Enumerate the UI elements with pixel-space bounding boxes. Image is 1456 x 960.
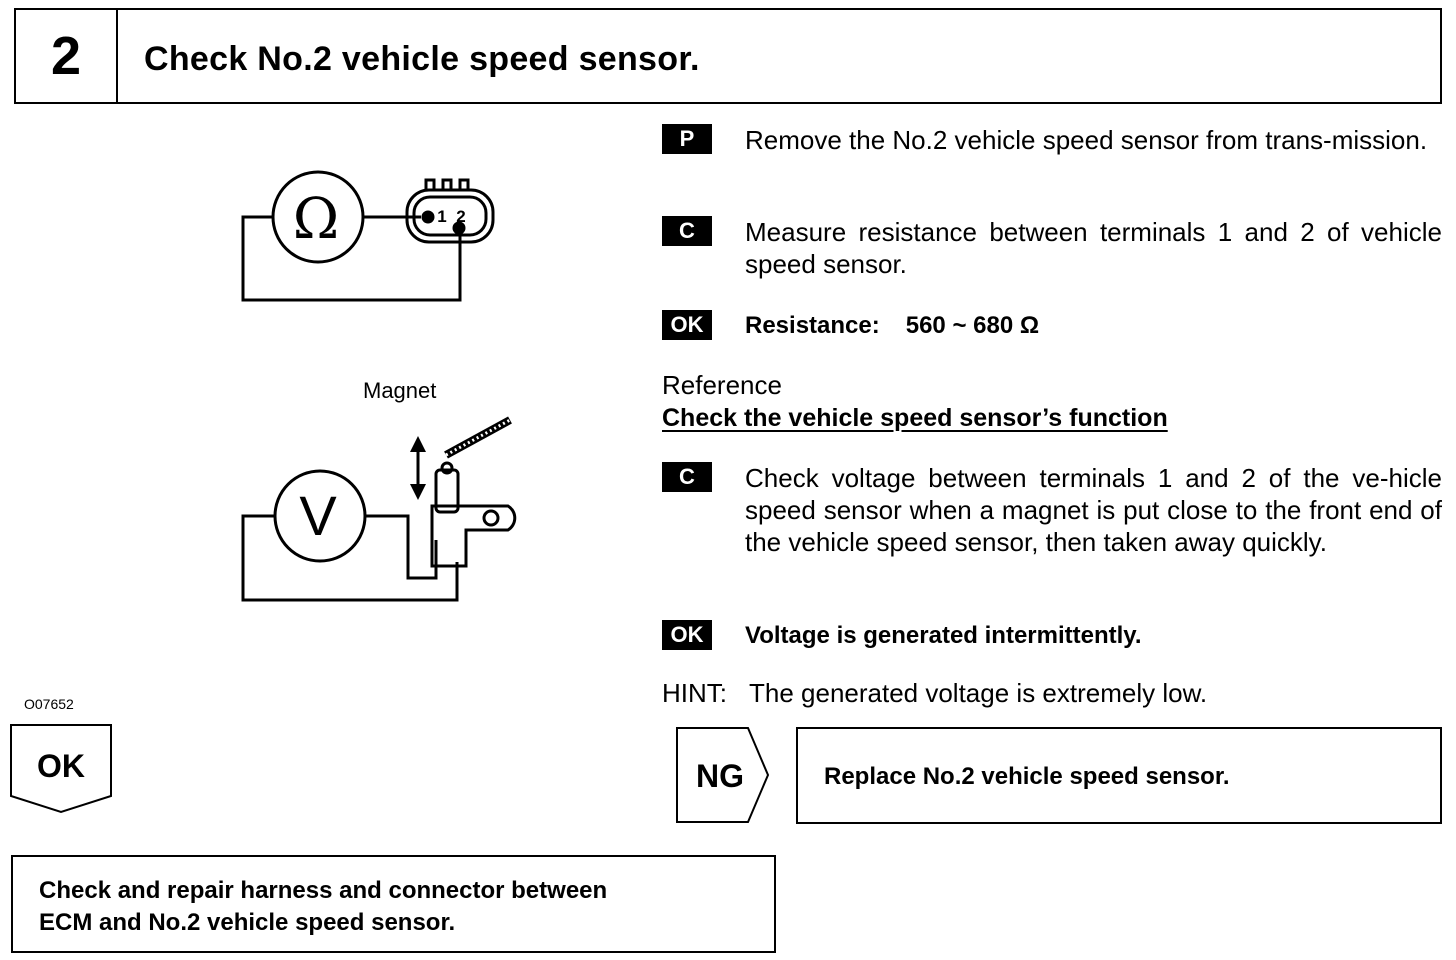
- voltmeter-circuit: [241, 448, 517, 602]
- ok-tag: OK: [10, 724, 112, 814]
- volt-symbol: V: [299, 484, 337, 547]
- ok-action-box: Check and repair harness and connector b…: [11, 855, 776, 953]
- ok-action-line-2: ECM and No.2 vehicle speed sensor.: [39, 909, 456, 936]
- badge-ok-2: OK: [662, 620, 712, 650]
- ohm-symbol: Ω: [293, 187, 339, 252]
- badge-c-2: C: [662, 462, 712, 492]
- ng-action-box: Replace No.2 vehicle speed sensor.: [796, 727, 1442, 824]
- ng-action-text: Replace No.2 vehicle speed sensor.: [824, 763, 1230, 790]
- reference-label: Reference: [662, 370, 782, 400]
- voltage-spec: Voltage is generated intermittently.: [745, 622, 1142, 649]
- ok-action-line-1: Check and repair harness and connector b…: [39, 877, 608, 904]
- ng-tag-label: NG: [696, 758, 744, 794]
- resistance-value: 560 ~ 680 Ω: [905, 312, 1040, 339]
- reference-subtitle: Check the vehicle speed sensor’s functio…: [662, 404, 1168, 432]
- sensor-diagram: Ω 1 2 V: [241, 170, 517, 602]
- step-number: 2: [16, 10, 118, 102]
- terminal-1-label: 1: [437, 207, 446, 226]
- figure-code: O07652: [24, 696, 74, 712]
- terminal-2-label: 2: [456, 207, 465, 226]
- resistance-label: Resistance:: [745, 312, 880, 339]
- ng-tag: NG: [676, 727, 770, 823]
- ohmmeter-circuit: [241, 170, 495, 302]
- step-remove-text: Remove the No.2 vehicle speed sensor fro…: [745, 125, 1428, 155]
- magnet-icon: [444, 416, 512, 459]
- badge-ok: OK: [662, 310, 712, 340]
- hint-text: The generated voltage is extremely low.: [749, 678, 1208, 708]
- badge-c: C: [662, 216, 712, 246]
- speed-sensor-icon: [434, 468, 460, 514]
- step-header: 2 Check No.2 vehicle speed sensor.: [14, 8, 1442, 104]
- step-measure-text: Measure resistance between terminals 1 a…: [745, 217, 1442, 279]
- hint-label: HINT:: [662, 678, 727, 708]
- magnet-label: Magnet: [363, 378, 437, 403]
- step-title: Check No.2 vehicle speed sensor.: [144, 40, 700, 78]
- ok-tag-label: OK: [37, 748, 85, 784]
- hint: HINT: The generated voltage is extremely …: [662, 678, 1207, 709]
- step-check-voltage-text: Check voltage between terminals 1 and 2 …: [745, 463, 1442, 557]
- resistance-spec: Resistance: 560 ~ 680 Ω: [745, 312, 1039, 340]
- badge-p: P: [662, 124, 712, 154]
